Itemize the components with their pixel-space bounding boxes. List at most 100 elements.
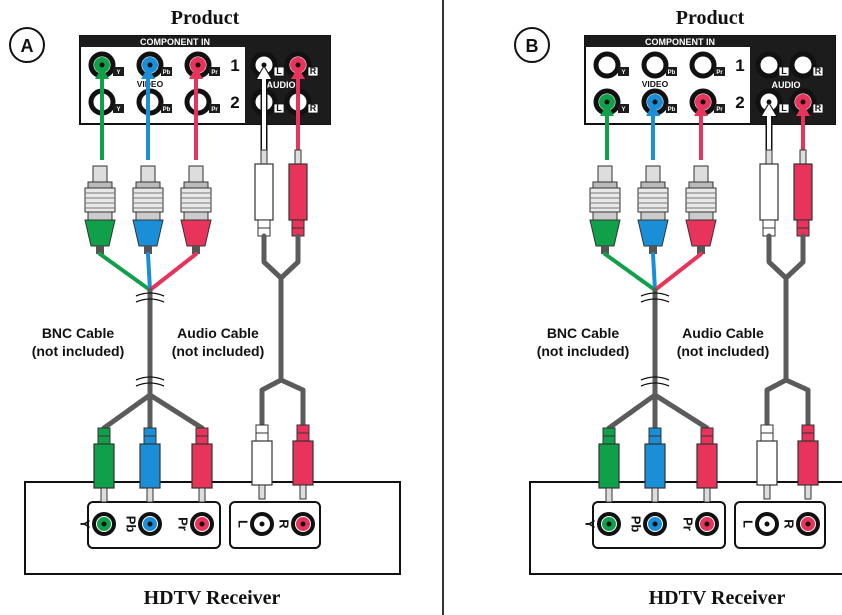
receiver-plug-pr [191, 427, 213, 503]
bnc-cable-label-line2: (not included) [32, 343, 125, 359]
component-header: COMPONENT IN [140, 37, 210, 47]
arrow-audio-l [760, 102, 778, 150]
bnc-cable-label: BNC Cable (not included) [32, 325, 125, 359]
arrow-pr [189, 67, 203, 160]
jack-tag: Pr [716, 70, 723, 76]
bnc-plug-pb [637, 165, 669, 254]
audio-label: AUDIO [772, 80, 801, 90]
bnc-cable-label-line1: BNC Cable [42, 325, 115, 341]
bnc-cable-label-line1: BNC Cable [547, 325, 620, 341]
receiver-plug-l [756, 424, 778, 500]
cable-break-mark [640, 376, 670, 387]
bnc-plug-pr [685, 165, 717, 254]
cable-break-mark [640, 292, 670, 303]
receiver-plug-r [797, 424, 819, 500]
arrow-pb [141, 67, 155, 160]
arrow-y [600, 104, 614, 160]
component-jack-y-1[interactable] [88, 51, 116, 79]
receiver-jack-pb[interactable] [643, 512, 667, 536]
row-number-1: 1 [230, 56, 239, 75]
audio-tag: L [276, 66, 282, 76]
receiver-plug-y [93, 427, 115, 503]
receiver-jack-label: Pr [176, 517, 191, 531]
bnc-lead-pr [148, 252, 198, 292]
bnc-lead-pb [651, 252, 657, 292]
audio-label: AUDIO [267, 80, 296, 90]
audio-jack-r-2[interactable] [789, 88, 817, 116]
jack-tag: Y [621, 70, 625, 76]
receiver-jack-label: Y [78, 520, 93, 529]
jack-tag: Y [116, 107, 120, 113]
row-number-1: 1 [735, 56, 744, 75]
jack-tag: Pb [668, 107, 676, 113]
receiver-jack-label: L [236, 520, 251, 528]
receiver-jack-label: R [782, 519, 797, 529]
panel-badge: B [514, 27, 550, 63]
component-jack-pb-1[interactable] [641, 51, 669, 79]
audio-lead-r [783, 377, 811, 428]
component-header: COMPONENT IN [645, 37, 715, 47]
receiver-jack-l[interactable] [250, 512, 274, 536]
video-label: VIDEO [642, 79, 669, 89]
receiver-jack-y[interactable] [597, 512, 621, 536]
receiver-lead-pr [147, 392, 205, 431]
audio-tag: R [815, 66, 822, 76]
panel-badge: A [9, 27, 45, 63]
product-title: Product [676, 7, 745, 29]
receiver-jack-label: Pr [681, 517, 696, 531]
audio-plug-l-top [254, 149, 274, 237]
audio-lead-r [278, 377, 306, 428]
bnc-plug-y [84, 165, 116, 254]
component-jack-y-2[interactable] [593, 88, 621, 116]
audio-tag: R [815, 103, 822, 113]
receiver-plug-pb [644, 427, 666, 503]
jack-tag: Y [116, 70, 120, 76]
receiver-plug-r [292, 424, 314, 500]
audio-plug-r-top [288, 149, 308, 237]
receiver-jack-pr[interactable] [695, 512, 719, 536]
jack-tag: Pr [211, 70, 218, 76]
audio-cable-label: Audio Cable(not included) [677, 325, 770, 359]
component-jack-y-1[interactable] [593, 51, 621, 79]
bnc-lead-pb [146, 252, 152, 292]
arrow-pr [694, 104, 708, 160]
jack-tag: Pb [163, 107, 171, 113]
audio-tag: R [310, 66, 317, 76]
receiver-jack-r[interactable] [291, 512, 315, 536]
bnc-plug-pr [180, 165, 212, 254]
audio-jack-r-1[interactable] [789, 51, 817, 79]
receiver-plug-l [251, 424, 273, 500]
receiver-jack-pb[interactable] [138, 512, 162, 536]
cable-break-mark [135, 292, 165, 303]
receiver-jack-l[interactable] [755, 512, 779, 536]
arrow-pb [646, 104, 660, 160]
audio-tag: L [781, 103, 787, 113]
audio-jack-r-1[interactable] [284, 51, 312, 79]
receiver-jack-pr[interactable] [190, 512, 214, 536]
receiver-jack-r[interactable] [796, 512, 820, 536]
receiver-jack-label: Y [583, 520, 598, 529]
audio-tag: L [276, 103, 282, 113]
audio-lead-l [259, 377, 284, 428]
cable-break-mark [135, 376, 165, 387]
receiver-jack-y[interactable] [92, 512, 116, 536]
video-label: VIDEO [137, 79, 164, 89]
component-jack-pr-1[interactable] [689, 51, 717, 79]
audio-plug-r-top [793, 149, 813, 237]
audio-cable-top [766, 233, 806, 281]
bnc-cable-label: BNC Cable(not included) [537, 325, 630, 359]
jack-tag: Pb [163, 70, 171, 76]
audio-jack-l-1[interactable] [755, 51, 783, 79]
badge-letter: B [526, 36, 539, 56]
bnc-lead-y [603, 252, 657, 292]
receiver-jack-label: R [277, 519, 292, 529]
receiver-plug-pr [696, 427, 718, 503]
jack-tag: Pb [668, 70, 676, 76]
product-title: Product [171, 7, 240, 29]
receiver-jack-label: Pb [629, 516, 644, 533]
arrow-y [95, 67, 109, 160]
receiver-lead-y [101, 392, 153, 431]
